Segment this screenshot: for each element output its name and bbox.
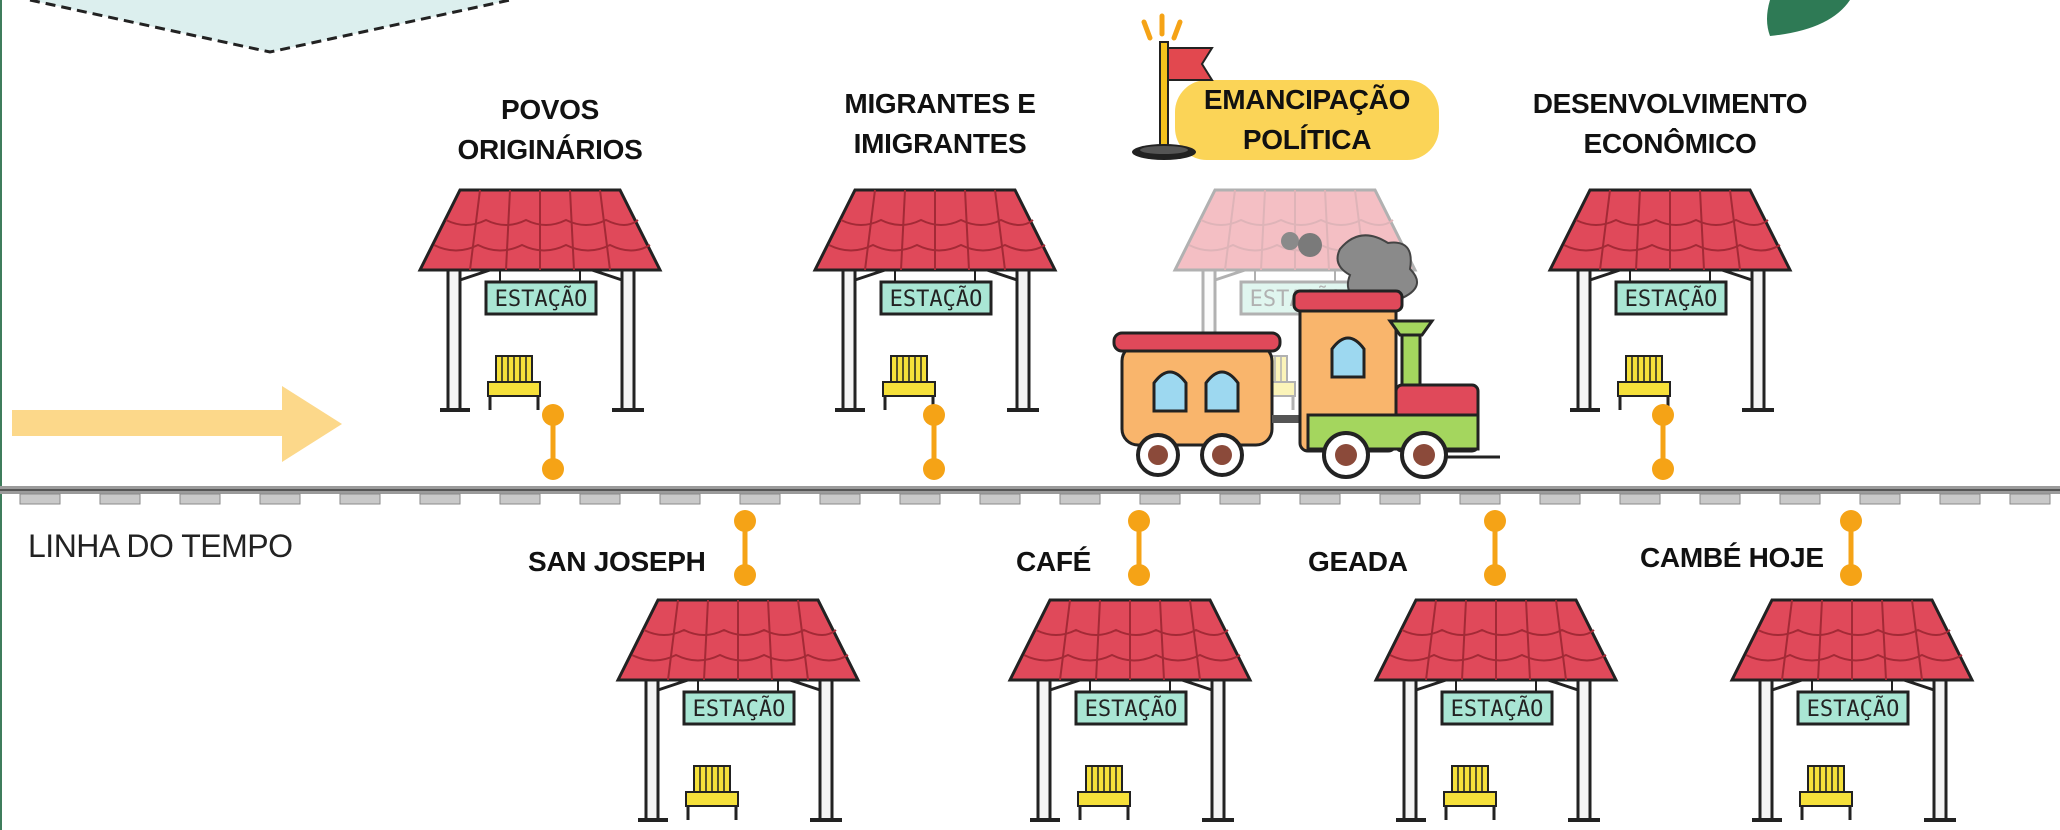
station-sign-text: ESTAÇÃO	[1625, 285, 1718, 312]
top-banner-shape	[0, 0, 560, 54]
station-sign-text: ESTAÇÃO	[890, 285, 983, 312]
station-icon: ESTAÇÃO	[1540, 160, 1800, 420]
station-povos-originarios[interactable]: ESTAÇÃO	[410, 160, 670, 420]
arrow-icon	[12, 386, 342, 462]
station-label-geada[interactable]: GEADA	[1308, 546, 1408, 577]
station-san-joseph[interactable]: ESTAÇÃO	[608, 570, 868, 830]
timeline-label: LINHA DO TEMPO	[28, 528, 293, 564]
station-geada[interactable]: ESTAÇÃO	[1366, 570, 1626, 830]
station-label-povos-originarios[interactable]: POVOS ORIGINÁRIOS	[457, 94, 643, 165]
station-label-emancipacao-politica[interactable]: EMANCIPAÇÃO POLÍTICA	[1175, 80, 1439, 160]
station-icon: ESTAÇÃO	[1722, 570, 1982, 830]
station-sign-text: ESTAÇÃO	[1451, 695, 1544, 722]
station-label-migrantes-imigrantes[interactable]: MIGRANTES E IMIGRANTES	[844, 88, 1036, 159]
station-label-desenvolvimento-economico[interactable]: DESENVOLVIMENTO ECONÔMICO	[1532, 88, 1808, 159]
connector-desenvolvimento-economico	[1650, 402, 1676, 482]
connector-povos-originarios	[540, 402, 566, 482]
railway-track	[0, 486, 2060, 505]
station-icon: ESTAÇÃO	[805, 160, 1065, 420]
station-cambe-hoje[interactable]: ESTAÇÃO	[1722, 570, 1982, 830]
station-icon: ESTAÇÃO	[608, 570, 868, 830]
left-border	[0, 0, 2, 830]
station-icon: ESTAÇÃO	[1366, 570, 1626, 830]
connector-migrantes-imigrantes	[921, 402, 947, 482]
station-label-cafe[interactable]: CAFÉ	[1016, 546, 1092, 577]
station-label-san-joseph[interactable]: SAN JOSEPH	[528, 546, 706, 577]
station-sign-text: ESTAÇÃO	[1085, 695, 1178, 722]
station-label-cambe-hoje[interactable]: CAMBÉ HOJE	[1640, 542, 1824, 573]
station-sign-text: ESTAÇÃO	[693, 695, 786, 722]
station-sign-text: ESTAÇÃO	[495, 285, 588, 312]
train-icon	[1112, 232, 1500, 479]
station-icon: ESTAÇÃO	[410, 160, 670, 420]
station-desenvolvimento-economico[interactable]: ESTAÇÃO	[1540, 160, 1800, 420]
station-icon: ESTAÇÃO	[1000, 570, 1260, 830]
station-cafe[interactable]: ESTAÇÃO	[1000, 570, 1260, 830]
corner-leaf-icon	[1767, 0, 1850, 36]
flag-icon	[1132, 13, 1214, 160]
station-sign-text: ESTAÇÃO	[1807, 695, 1900, 722]
station-migrantes-imigrantes[interactable]: ESTAÇÃO	[805, 160, 1065, 420]
